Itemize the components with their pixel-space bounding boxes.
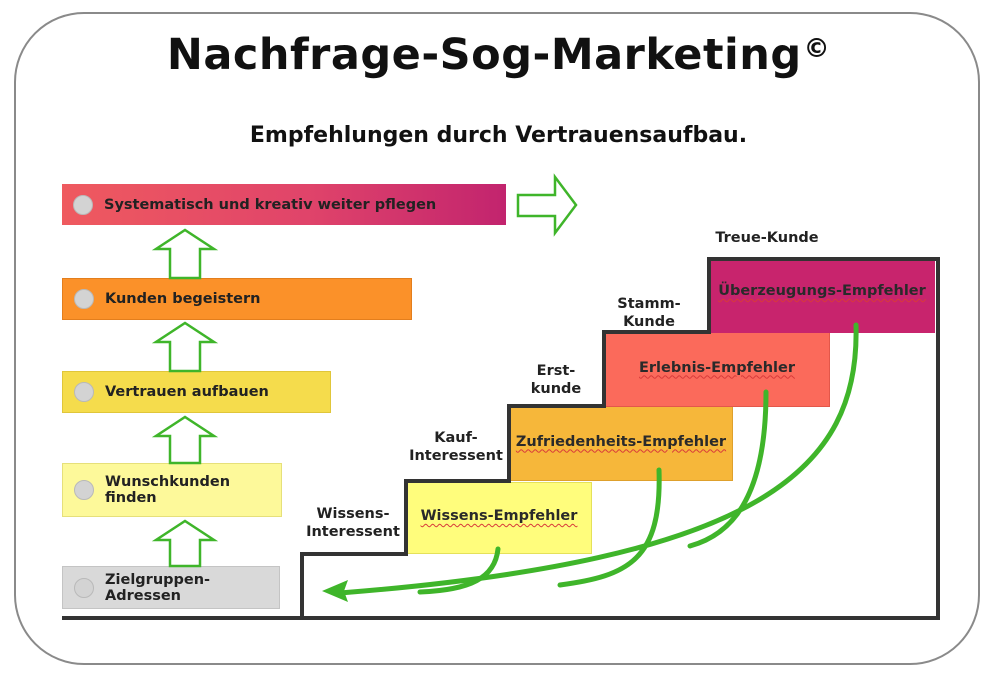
step-zufriedenheits-empfehler: Zufriedenheits-Empfehler [509, 406, 733, 481]
arrowhead-left-icon [322, 580, 348, 602]
right-arrow-icon [516, 173, 578, 237]
rounded-frame [14, 12, 980, 665]
level-label-treue-kunde: Treue-Kunde [715, 230, 819, 246]
level-label-wissens-interessent: Wissens- Interessent [306, 506, 400, 540]
ladder-label: Kunden begeistern [105, 291, 261, 307]
up-arrow-icon [151, 321, 219, 373]
up-arrow-icon [151, 228, 219, 280]
bullet-icon [74, 382, 94, 402]
step-wissens-empfehler: Wissens-Empfehler [406, 482, 592, 554]
level-label-kauf-interessent: Kauf- Interessent [409, 430, 503, 464]
level-label-erstkunde: Erst- kunde [530, 363, 582, 397]
level-label-stammkunde: Stamm- Kunde [617, 296, 681, 330]
page-title: Nachfrage-Sog-Marketing© [166, 30, 831, 80]
ladder-label: Vertrauen aufbauen [105, 384, 269, 400]
ladder-label: Wunschkunden finden [105, 474, 231, 506]
ladder-label: Zielgruppen-Adressen [105, 571, 211, 604]
bullet-icon [73, 194, 93, 215]
page-subtitle: Empfehlungen durch Vertrauensaufbau. [249, 123, 748, 148]
bullet-icon [74, 480, 94, 500]
up-arrow-icon [151, 519, 219, 568]
recommendation-curves [337, 322, 859, 596]
up-arrow-icon [151, 415, 219, 465]
ladder-box-zielgruppen: Zielgruppen-Adressen [62, 566, 280, 609]
ladder-label: Systematisch und kreativ weiter pflegen [104, 196, 437, 213]
ladder-box-pflegen: Systematisch und kreativ weiter pflegen [62, 184, 506, 225]
bullet-icon [74, 577, 94, 598]
bullet-icon [74, 289, 94, 309]
ladder-box-begeistern: Kunden begeistern [62, 278, 412, 320]
ladder-box-wunschkunden: Wunschkunden finden [62, 463, 282, 517]
step-ueberzeugungs-empfehler: Überzeugungs-Empfehler [709, 259, 935, 333]
staircase-outline [62, 257, 940, 620]
